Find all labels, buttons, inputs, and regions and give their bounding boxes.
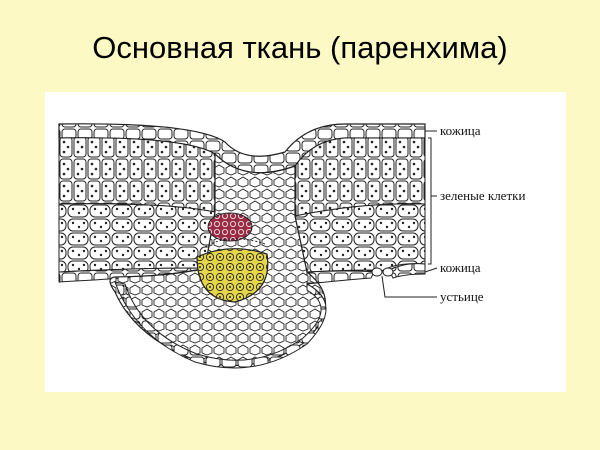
label-upper-epidermis: кожица	[440, 123, 481, 138]
cambium	[204, 238, 266, 248]
label-stoma: устьице	[440, 289, 484, 304]
lower-epidermis-right	[306, 269, 376, 285]
stoma	[371, 267, 394, 277]
leader-stoma	[381, 275, 437, 298]
leader-lower-epidermis	[424, 267, 438, 273]
label-green-cells: зеленые клетки	[440, 188, 525, 203]
leaf-cross-section-figure: кожица зеленые клетки кожица устьице	[45, 92, 566, 392]
phloem	[196, 248, 269, 303]
xylem	[207, 212, 253, 242]
spongy-left	[58, 203, 216, 273]
midrib-lower-epidermis	[114, 281, 327, 369]
label-lower-epidermis: кожица	[440, 260, 481, 275]
palisade-left	[58, 137, 216, 213]
slide-title: Основная ткань (паренхима)	[92, 30, 508, 65]
spongy-right	[294, 203, 426, 273]
lower-epidermis-right-2	[388, 263, 426, 279]
green-cells-bracket	[428, 137, 432, 265]
leaf-diagram-svg: кожица зеленые клетки кожица устьице	[58, 123, 525, 369]
